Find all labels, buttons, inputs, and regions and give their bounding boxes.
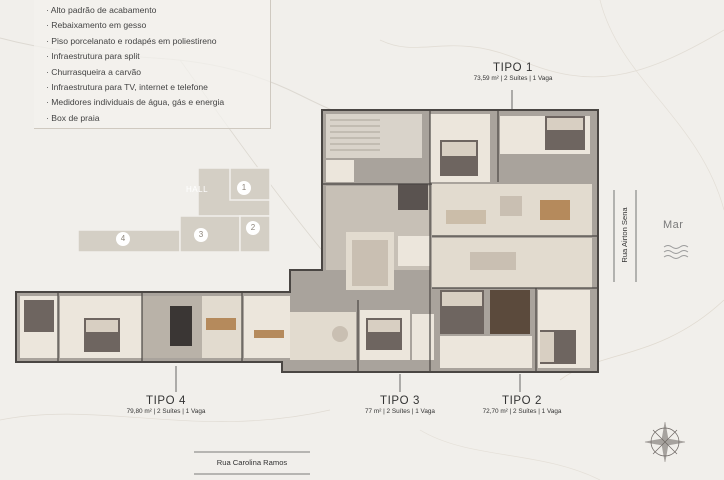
feature-item: Infraestrutura para TV, internet e telef… xyxy=(46,80,270,95)
unit-name: TIPO 2 xyxy=(501,395,543,407)
unit-name: TIPO 4 xyxy=(145,395,187,407)
unit-label-tipo-3: TIPO 3 77 m² | 2 Suítes | 1 Vaga xyxy=(352,395,448,415)
feature-item: Churrasqueira a carvão xyxy=(46,65,270,80)
features-panel: Alto padrão de acabamento Rebaixamento e… xyxy=(34,0,271,129)
unit-tipo-1 xyxy=(430,114,592,236)
unit-description: 79,80 m² | 2 Suítes | 1 Vaga xyxy=(126,408,206,415)
waves-icon xyxy=(663,245,689,259)
unit-tipo-3 xyxy=(290,232,434,360)
features-list: Alto padrão de acabamento Rebaixamento e… xyxy=(46,3,270,126)
sea-label: Mar xyxy=(663,219,684,231)
unit-label-tipo-1: TIPO 1 73,59 m² | 2 Suítes | 1 Vaga xyxy=(468,62,558,82)
key-plan-number-1: 1 xyxy=(237,181,251,195)
feature-item: Alto padrão de acabamento xyxy=(46,3,270,18)
compass-rose-icon xyxy=(644,421,686,463)
unit-name: TIPO 1 xyxy=(492,62,534,74)
unit-tipo-4 xyxy=(20,296,290,358)
feature-item: Rebaixamento em gesso xyxy=(46,18,270,33)
feature-item: Box de praia xyxy=(46,111,270,126)
unit-name: TIPO 3 xyxy=(379,395,421,407)
key-plan-hall-label: HALL xyxy=(186,185,209,194)
unit-label-tipo-2: TIPO 2 72,70 m² | 2 Suítes | 1 Vaga xyxy=(474,395,570,415)
unit-tipo-2 xyxy=(432,238,592,368)
unit-description: 77 m² | 2 Suítes | 1 Vaga xyxy=(365,408,435,415)
unit-label-tipo-4: TIPO 4 79,80 m² | 2 Suítes | 1 Vaga xyxy=(114,395,218,415)
street-label-south: Rua Carolina Ramos xyxy=(216,458,288,467)
street-label-east: Rua Airton Sena xyxy=(620,207,629,263)
feature-item: Medidores individuais de água, gás e ene… xyxy=(46,95,270,110)
key-plan-number-2: 2 xyxy=(246,221,260,235)
key-plan-number-4: 4 xyxy=(116,232,130,246)
outer-wall xyxy=(15,109,599,373)
feature-item: Piso porcelanato e rodapés em poliestire… xyxy=(46,34,270,49)
unit-description: 73,59 m² | 2 Suítes | 1 Vaga xyxy=(473,75,553,82)
unit-description: 72,70 m² | 2 Suítes | 1 Vaga xyxy=(482,408,562,415)
feature-item: Infraestrutura para split xyxy=(46,49,270,64)
key-plan-number-3: 3 xyxy=(194,228,208,242)
